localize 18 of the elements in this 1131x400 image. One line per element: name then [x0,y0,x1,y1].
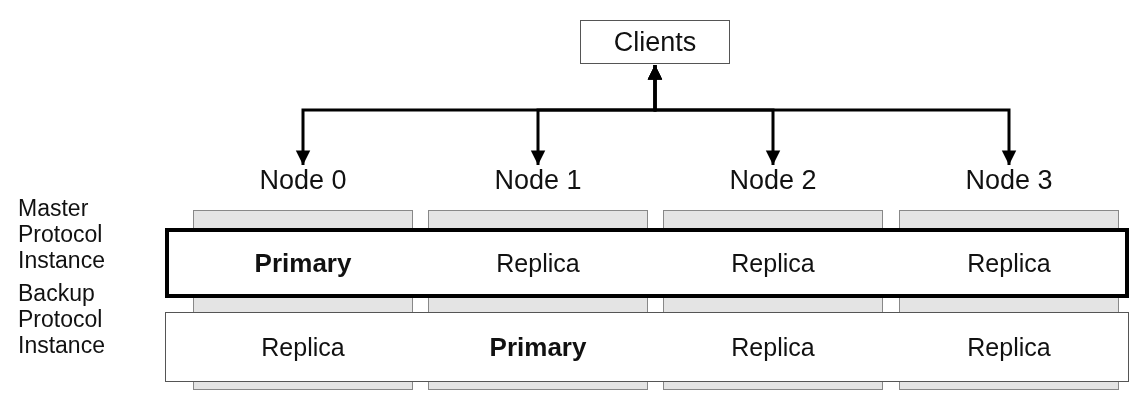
node-heading: Node 3 [964,165,1054,196]
instance-role-label: Primary [485,329,591,365]
instance-role-label: Primary [250,245,356,281]
node-heading: Node 1 [493,165,583,196]
clients-box: Clients [580,20,730,64]
instance-role-label: Replica [257,330,349,364]
instance-label: Backup Protocol Instance [18,281,106,359]
node-heading: Node 2 [728,165,818,196]
instance-role-label: Replica [963,330,1055,364]
instance-role-label: Replica [727,330,819,364]
instance-role-label: Replica [963,246,1055,280]
protocol-instance-band [165,312,1129,382]
arrow [647,65,1017,165]
instance-label: Master Protocol Instance [18,196,106,274]
node-heading: Node 0 [258,165,348,196]
instance-role-label: Replica [727,246,819,280]
instance-role-label: Replica [492,246,584,280]
protocol-instance-band [165,228,1129,298]
